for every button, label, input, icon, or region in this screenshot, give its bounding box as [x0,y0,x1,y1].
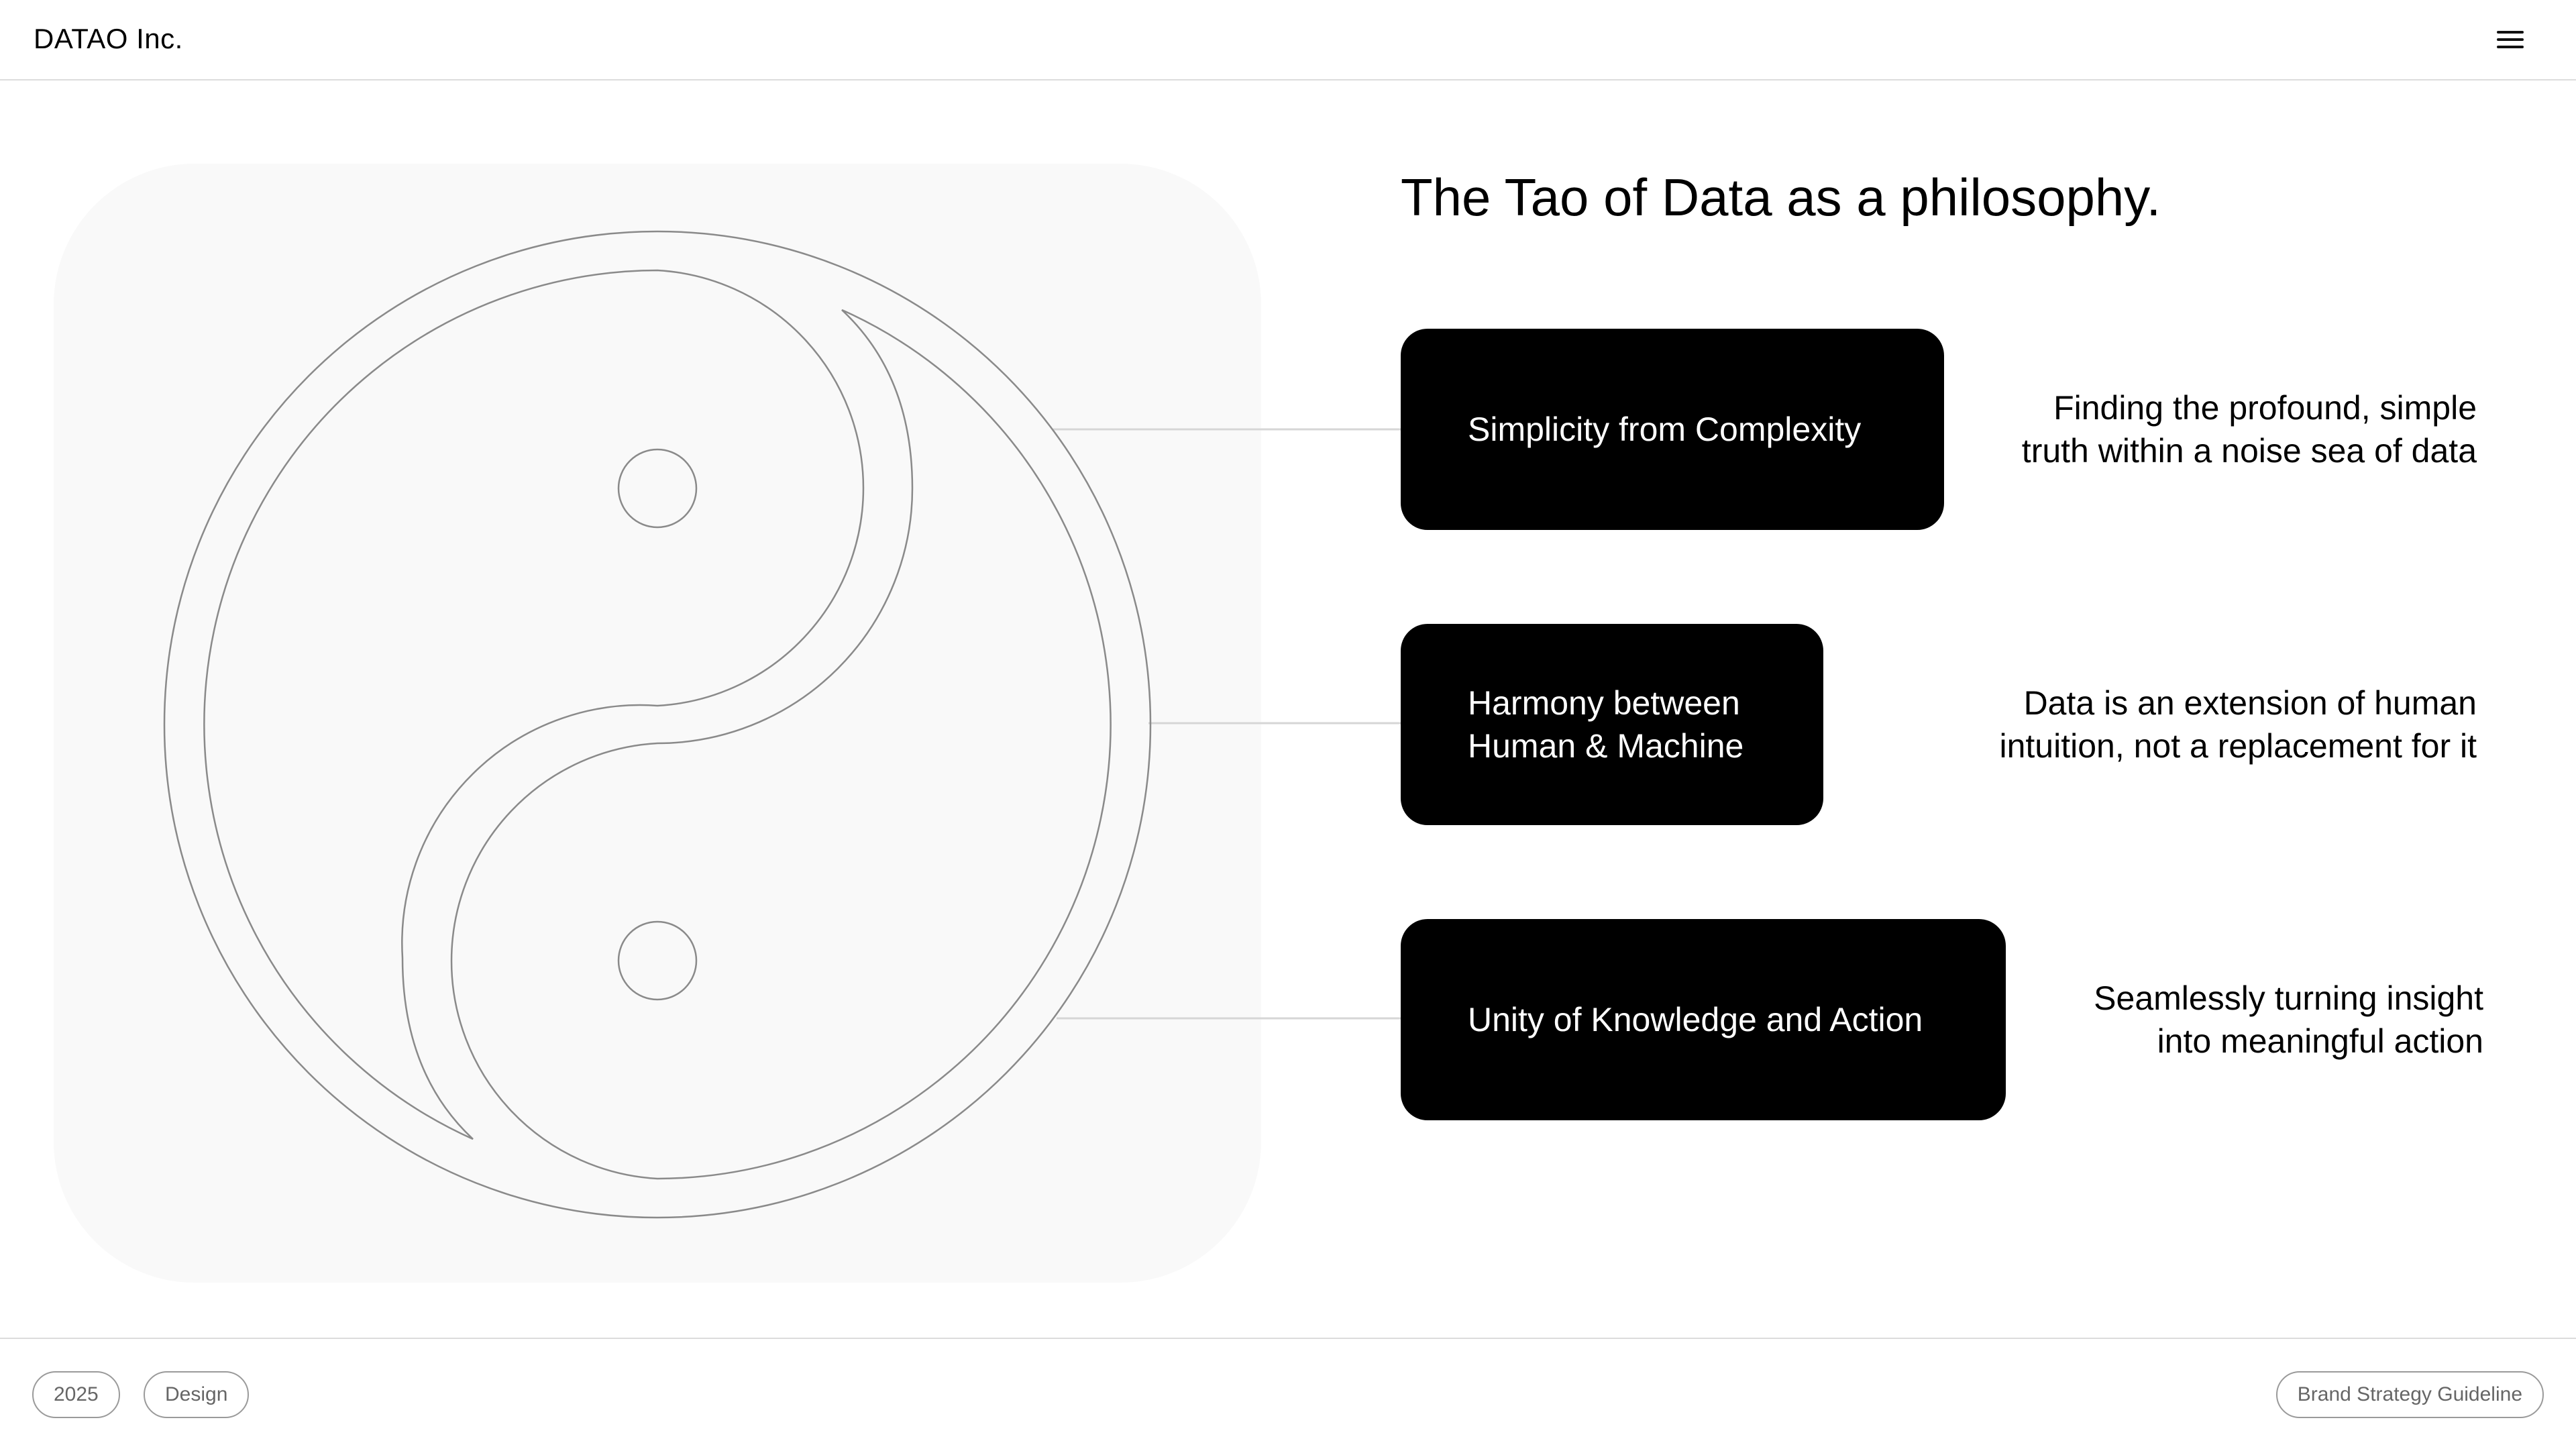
menu-line [2497,46,2524,48]
principle-unity: Unity of Knowledge and Action [1401,919,2006,1120]
top-bar: DATAO Inc. [0,0,2576,80]
design-tag[interactable]: Design [144,1371,250,1418]
brand-guideline-tag[interactable]: Brand Strategy Guideline [2275,1371,2544,1418]
year-tag[interactable]: 2025 [32,1371,120,1418]
menu-line [2497,31,2524,34]
principle-description: Data is an extension of human intuition,… [1999,684,2477,765]
brand-logo-text[interactable]: DATAO Inc. [34,23,183,54]
page-title: The Tao of Data as a philosophy. [1401,168,2161,227]
principle-description: Finding the profound, simple truth withi… [2021,389,2477,470]
footer-bar: 2025 Design Brand Strategy Guideline [0,1338,2576,1449]
principle-label: Unity of Knowledge and Action [1468,1001,1923,1038]
illustration-panel [54,164,1261,1283]
principle-description: Seamlessly turning insight into meaningf… [2094,979,2483,1060]
principle-simplicity: Simplicity from Complexity [1401,329,1944,530]
principle-label: Simplicity from Complexity [1468,411,1862,448]
hamburger-menu-icon[interactable] [2497,27,2526,54]
principle-harmony: Harmony between Human & Machine [1401,624,1823,825]
menu-line [2497,38,2524,41]
principle-label: Harmony between Human & Machine [1468,684,1744,765]
